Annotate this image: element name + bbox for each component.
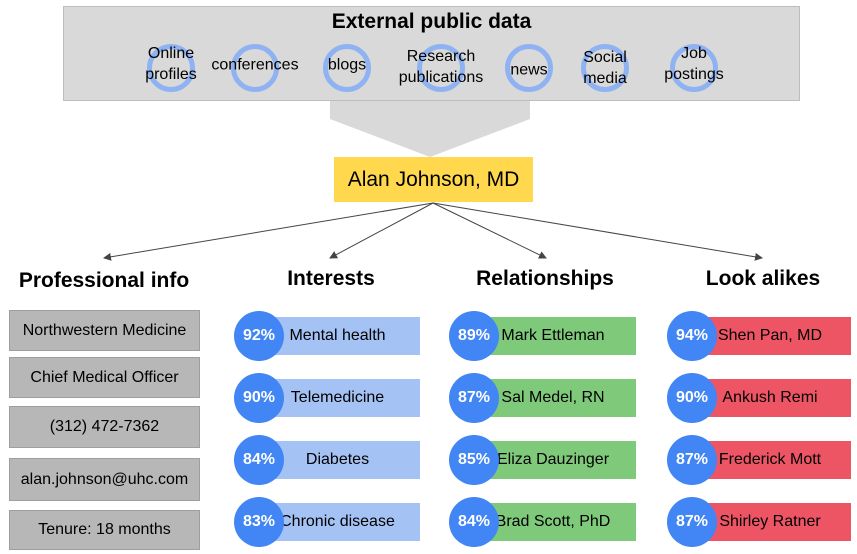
interest-label: Diabetes [305,451,370,468]
connector-interests [329,202,434,259]
info-tenure-text: Tenure: 18 months [38,521,171,538]
info-organization: Northwestern Medicine [9,310,200,351]
lookalike-label: Shen Pan, MD [717,327,823,344]
info-phone-text: (312) 472-7362 [49,418,160,435]
lookalike-score-badge: 90% [667,373,717,423]
relationship-score-badge: 87% [449,373,499,423]
relationship-score-badge: 85% [449,435,499,485]
lookalike-label: Shirley Ratner [719,513,821,530]
info-organization-text: Northwestern Medicine [22,321,187,339]
person-name-box: Alan Johnson, MD [334,157,533,202]
source-label: news [510,61,548,79]
interests-header: Interests [287,267,375,290]
lookalikes-header: Look alikes [705,267,821,290]
info-email-text: alan.johnson@uhc.com [20,470,189,488]
info-tenure: Tenure: 18 months [9,510,200,550]
relationships-header: Relationships [476,267,614,290]
source-label: conferences [211,56,299,74]
lookalike-label: Frederick Mott [718,451,822,468]
info-title: Chief Medical Officer [9,357,200,398]
source-ring-icon [231,44,279,92]
interest-label: Chronic disease [280,513,395,530]
connector-lookalikes [432,202,763,261]
source-ring-icon [323,44,371,92]
relationship-label: Mark Ettleman [501,327,605,344]
interest-score-badge: 92% [234,311,284,361]
interest-label: Telemedicine [290,389,385,406]
info-title-text: Chief Medical Officer [30,368,179,386]
banner-title: External public data [331,10,532,33]
interest-score-badge: 90% [234,373,284,423]
professional-info-header: Professional info [18,269,190,292]
relationship-label: Brad Scott, PhD [495,513,611,530]
info-email: alan.johnson@uhc.com [9,458,200,501]
lookalike-score-badge: 94% [667,311,717,361]
source-ring-icon [505,44,553,92]
lookalike-score-badge: 87% [667,435,717,485]
person-name: Alan Johnson, MD [347,167,520,191]
relationship-score-badge: 84% [449,497,499,547]
down-arrow-icon [330,101,530,157]
source-label: blogs [327,56,367,74]
connector-relationships [432,202,547,259]
info-phone: (312) 472-7362 [9,406,200,448]
source-ring-icon [417,44,465,92]
lookalike-label: Ankush Remi [722,389,818,406]
source-ring-icon [670,44,718,92]
source-ring-icon [147,44,195,92]
interest-score-badge: 83% [234,497,284,547]
relationship-label: Sal Medel, RN [501,389,605,406]
source-ring-icon [581,44,629,92]
relationship-label: Eliza Dauzinger [496,451,610,468]
lookalike-score-badge: 87% [667,497,717,547]
connector-professional [103,202,434,261]
relationship-score-badge: 89% [449,311,499,361]
lookalike-bar: Frederick Mott [689,441,851,479]
interest-score-badge: 84% [234,435,284,485]
interest-label: Mental health [289,327,386,344]
